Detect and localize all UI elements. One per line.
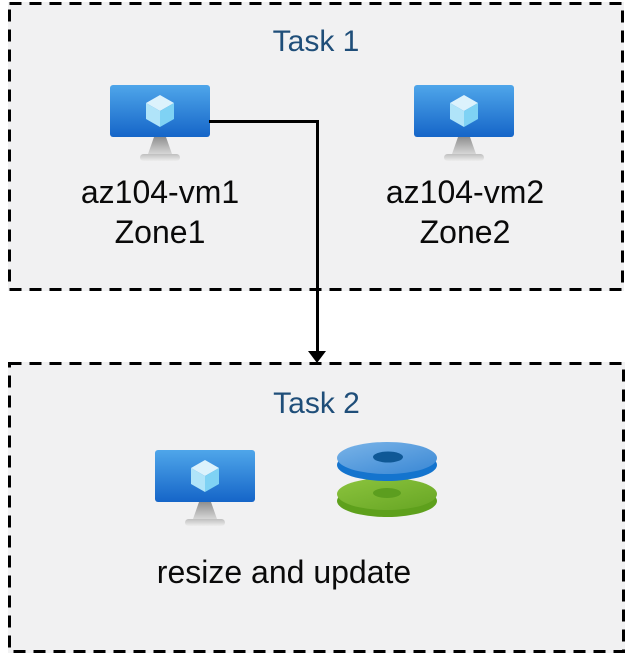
vm1-name-label: az104-vm1 <box>80 174 240 210</box>
task2-title: Task 2 <box>273 387 360 420</box>
resize-update-label: resize and update <box>156 554 412 590</box>
connector-vertical-line <box>316 120 319 353</box>
vm2-label: az104-vm2 Zone2 <box>355 172 575 252</box>
down-arrow-head <box>308 351 326 363</box>
vm2-zone-label: Zone2 <box>419 214 511 250</box>
vm1-zone-label: Zone1 <box>114 214 206 250</box>
task1-title: Task 1 <box>272 25 360 58</box>
vm2-name-label: az104-vm2 <box>385 174 545 210</box>
vm2-virtual-machine-icon <box>414 85 514 161</box>
task2-container: Task 2 <box>8 362 625 653</box>
managed-disks-icon <box>337 442 437 517</box>
task2-virtual-machine-icon <box>155 450 255 526</box>
vm1-label: az104-vm1 Zone1 <box>50 172 270 252</box>
connector-horizontal-line <box>209 120 319 123</box>
vm1-virtual-machine-icon <box>110 85 210 161</box>
